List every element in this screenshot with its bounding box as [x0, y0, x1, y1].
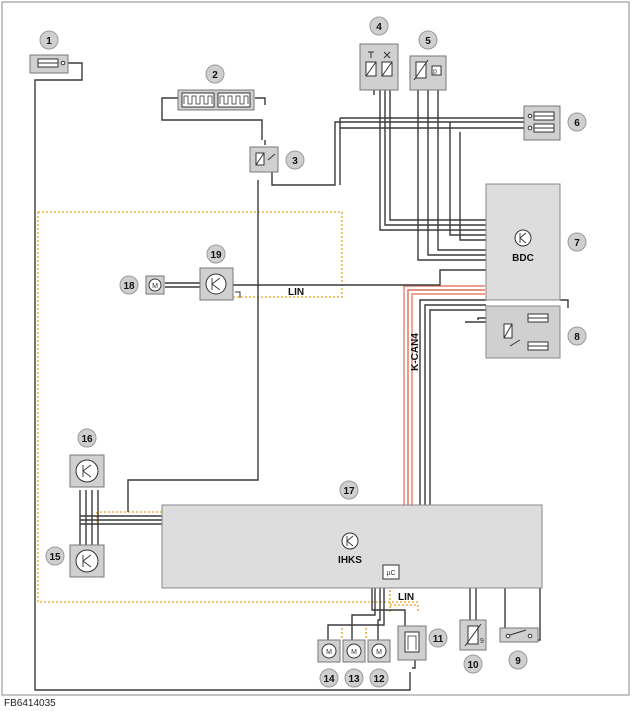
component-4-valve-block — [359, 43, 399, 91]
svg-text:M: M — [376, 649, 382, 656]
motor-label: M — [152, 283, 158, 290]
kcan4-label: K-CAN4 — [410, 333, 421, 371]
callout-12: 12 — [369, 668, 389, 688]
callout-17: 17 — [339, 480, 359, 500]
lin-label-upper: LIN — [288, 287, 304, 298]
component-10-temperature-sensor: 9 — [459, 619, 487, 651]
svg-text:12: 12 — [373, 674, 385, 685]
ihks-label: IHKS — [338, 555, 362, 566]
callout-19: 19 — [206, 244, 226, 264]
callout-16: 16 — [77, 428, 97, 448]
component-6-fuse-pair — [523, 105, 561, 141]
svg-text:8: 8 — [574, 332, 580, 343]
callout-8: 8 — [567, 326, 587, 346]
svg-text:4: 4 — [376, 22, 382, 33]
svg-text:13: 13 — [348, 674, 360, 685]
wires — [34, 62, 569, 691]
component-3-relay — [249, 146, 279, 173]
component-13-actuator-motor: M — [342, 639, 366, 663]
svg-text:7: 7 — [574, 238, 580, 249]
svg-text:2: 2 — [212, 70, 218, 81]
component-8-relay-fuse-block — [485, 305, 561, 359]
callout-1: 1 — [39, 30, 59, 50]
microcontroller-box — [382, 564, 400, 580]
microcontroller-label: µC — [386, 570, 395, 577]
callout-6: 6 — [567, 112, 587, 132]
component-14-actuator-motor: M — [317, 639, 341, 663]
callout-18: 18 — [119, 275, 139, 295]
component-7-bdc-module: BDC — [485, 183, 561, 301]
callout-10: 10 — [463, 654, 483, 674]
callout-2: 2 — [205, 64, 225, 84]
callout-7: 7 — [567, 232, 587, 252]
svg-text:M: M — [326, 649, 332, 656]
svg-text:5: 5 — [425, 36, 431, 47]
bdc-label: BDC — [512, 253, 534, 264]
callout-13: 13 — [344, 668, 364, 688]
svg-text:16: 16 — [81, 434, 93, 445]
callouts: 1 2 3 4 5 6 7 8 9 10 11 12 13 14 15 16 1… — [39, 16, 587, 688]
svg-text:10: 10 — [467, 660, 479, 671]
component-11-heater-element — [397, 625, 427, 661]
component-15-sensor — [69, 544, 105, 578]
callout-14: 14 — [319, 668, 339, 688]
svg-text:15: 15 — [49, 552, 61, 563]
component-2-heating-elements — [177, 89, 255, 111]
svg-text:18: 18 — [123, 281, 135, 292]
svg-text:14: 14 — [323, 674, 335, 685]
component-17-ihks-module: IHKS µC — [161, 504, 543, 589]
callout-3: 3 — [285, 150, 305, 170]
svg-text:6: 6 — [574, 118, 580, 129]
svg-text:p: p — [433, 69, 437, 76]
svg-text:1: 1 — [46, 36, 52, 47]
callout-9: 9 — [508, 650, 528, 670]
svg-text:17: 17 — [343, 486, 355, 497]
callout-5: 5 — [418, 30, 438, 50]
component-16-sensor — [69, 454, 105, 488]
svg-text:9: 9 — [515, 656, 521, 667]
svg-text:M: M — [351, 649, 357, 656]
lin-label-lower: LIN — [398, 592, 414, 603]
kcan4-bus — [403, 285, 485, 505]
component-19-blower-controller — [199, 267, 241, 301]
component-18-blower-motor: M — [145, 275, 165, 295]
component-5-sensor: p — [409, 55, 447, 91]
component-12-actuator-motor: M — [367, 639, 391, 663]
component-1-fuse — [29, 54, 69, 74]
callout-15: 15 — [45, 546, 65, 566]
callout-4: 4 — [369, 16, 389, 36]
svg-text:11: 11 — [433, 634, 444, 645]
svg-text:9: 9 — [480, 638, 484, 645]
svg-text:3: 3 — [292, 156, 298, 167]
callout-11: 11 — [428, 628, 448, 648]
component-9-switch — [499, 627, 539, 643]
svg-text:19: 19 — [210, 250, 222, 261]
figure-id: FB6414035 — [4, 698, 56, 709]
